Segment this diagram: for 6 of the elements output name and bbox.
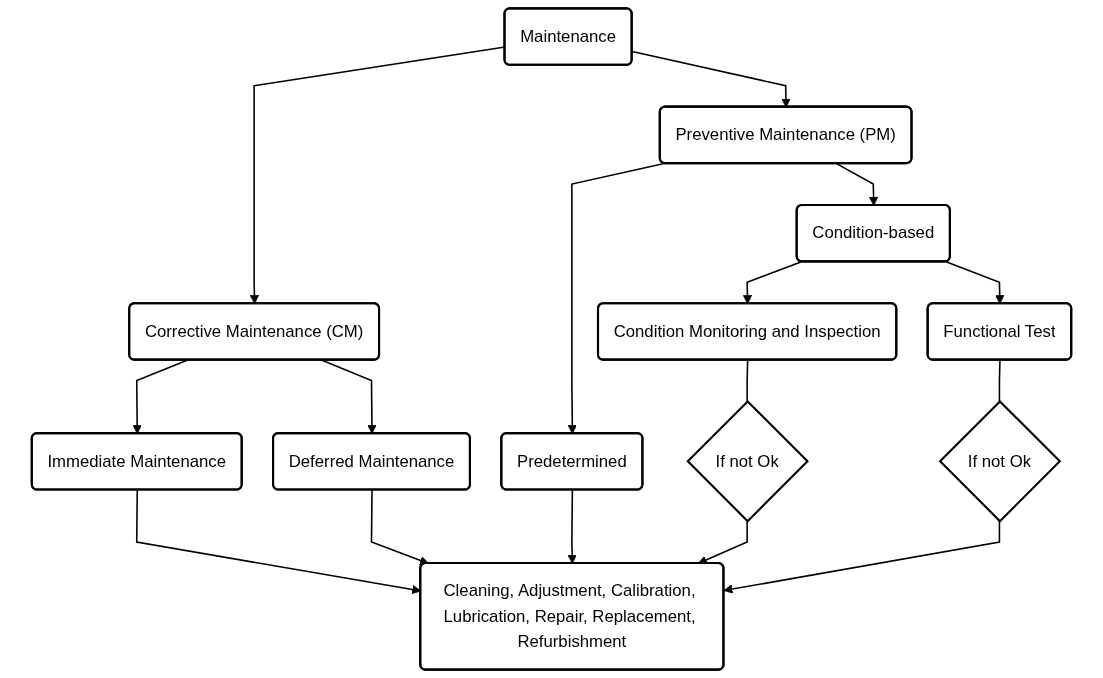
- arrow: [723, 520, 1001, 594]
- connector: [998, 359, 1001, 403]
- arrow: [370, 489, 429, 565]
- connector: [746, 359, 749, 403]
- node-diamond: If not Ok: [686, 400, 809, 523]
- node-diamond: If not Ok: [938, 400, 1062, 523]
